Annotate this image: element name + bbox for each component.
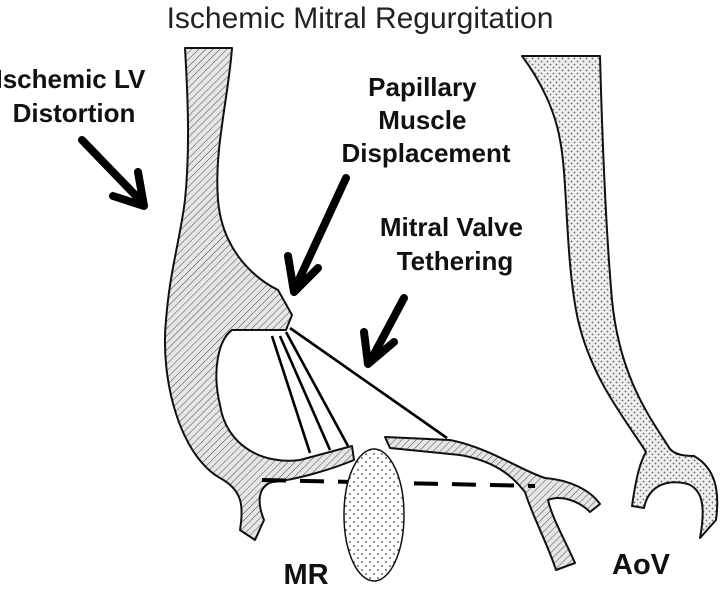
tethering-label: Mitral Valve Tethering bbox=[380, 212, 530, 276]
tethering-arrow bbox=[360, 294, 408, 368]
chorda-4 bbox=[289, 326, 448, 440]
papillary-arrow bbox=[284, 174, 350, 296]
chorda-3 bbox=[284, 331, 350, 447]
lv-distortion-arrow bbox=[78, 136, 148, 210]
anterior-leaflet bbox=[384, 436, 601, 571]
mr-jet bbox=[343, 448, 405, 582]
chorda-2 bbox=[278, 335, 332, 451]
lv-distortion-label: Ischemic LV Distortion bbox=[0, 64, 153, 128]
diagram-title: Ischemic Mitral Regurgitation bbox=[167, 2, 554, 35]
aov-label: AoV bbox=[612, 549, 671, 581]
chorda-1 bbox=[270, 335, 312, 454]
aorta bbox=[521, 55, 719, 539]
papillary-label: Papillary Muscle Displacement bbox=[341, 72, 510, 168]
mr-label: MR bbox=[283, 559, 328, 591]
lv-wall bbox=[164, 47, 355, 541]
